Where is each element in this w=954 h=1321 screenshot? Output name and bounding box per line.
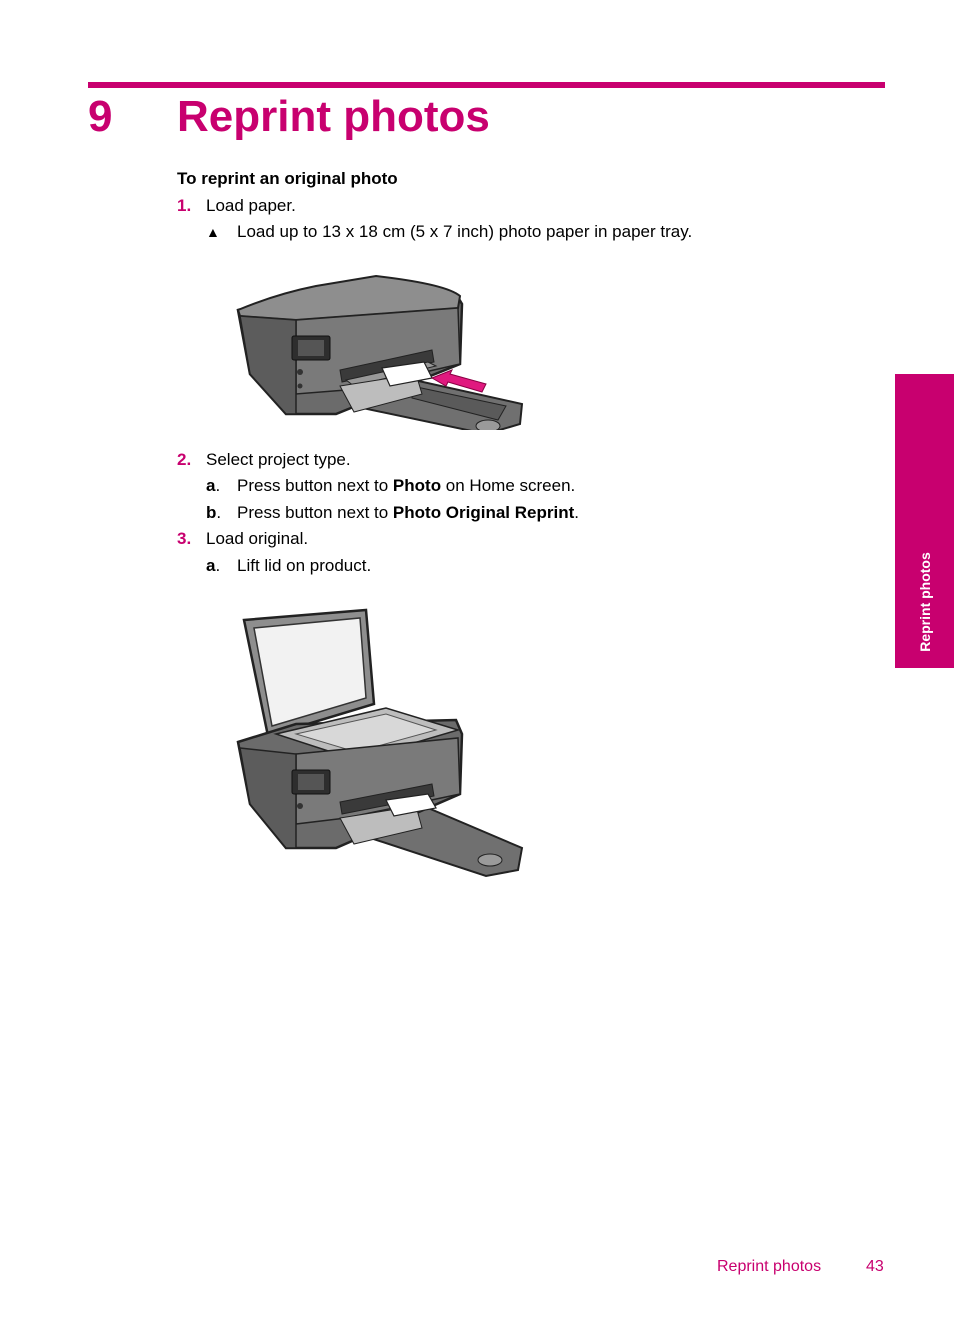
side-tab-label: Reprint photos (916, 552, 933, 652)
section-heading: To reprint an original photo (177, 169, 398, 188)
step-text-2: Select project type. (206, 450, 351, 469)
substep-letter-2a: a. (206, 476, 221, 495)
chapter-title: Reprint photos (177, 92, 490, 141)
substep-text-2a: Press button next to Photo on Home scree… (237, 476, 576, 495)
step-number-2: 2. (177, 450, 192, 469)
substep-letter-2b: b. (206, 503, 222, 522)
bullet-triangle-icon: ▲ (206, 224, 220, 240)
substep-text-3a: Lift lid on product. (237, 556, 372, 575)
substep-text-2b: Press button next to Photo Original Repr… (237, 503, 579, 522)
printer-load-paper-illustration (236, 274, 524, 430)
chapter-rule (88, 82, 885, 88)
footer-page-number: 43 (866, 1258, 884, 1275)
chapter-number: 9 (88, 92, 113, 141)
substep-letter-3a: a. (206, 556, 221, 575)
footer-chapter-label: Reprint photos (717, 1258, 822, 1275)
printer-lid-open-illustration (236, 608, 524, 878)
step-text-1: Load paper. (206, 196, 296, 215)
side-chapter-tab: Reprint photos (895, 374, 954, 668)
bullet-text: Load up to 13 x 18 cm (5 x 7 inch) photo… (237, 222, 693, 241)
step-number-3: 3. (177, 529, 192, 548)
step-number-1: 1. (177, 196, 192, 215)
step-text-3: Load original. (206, 529, 309, 548)
